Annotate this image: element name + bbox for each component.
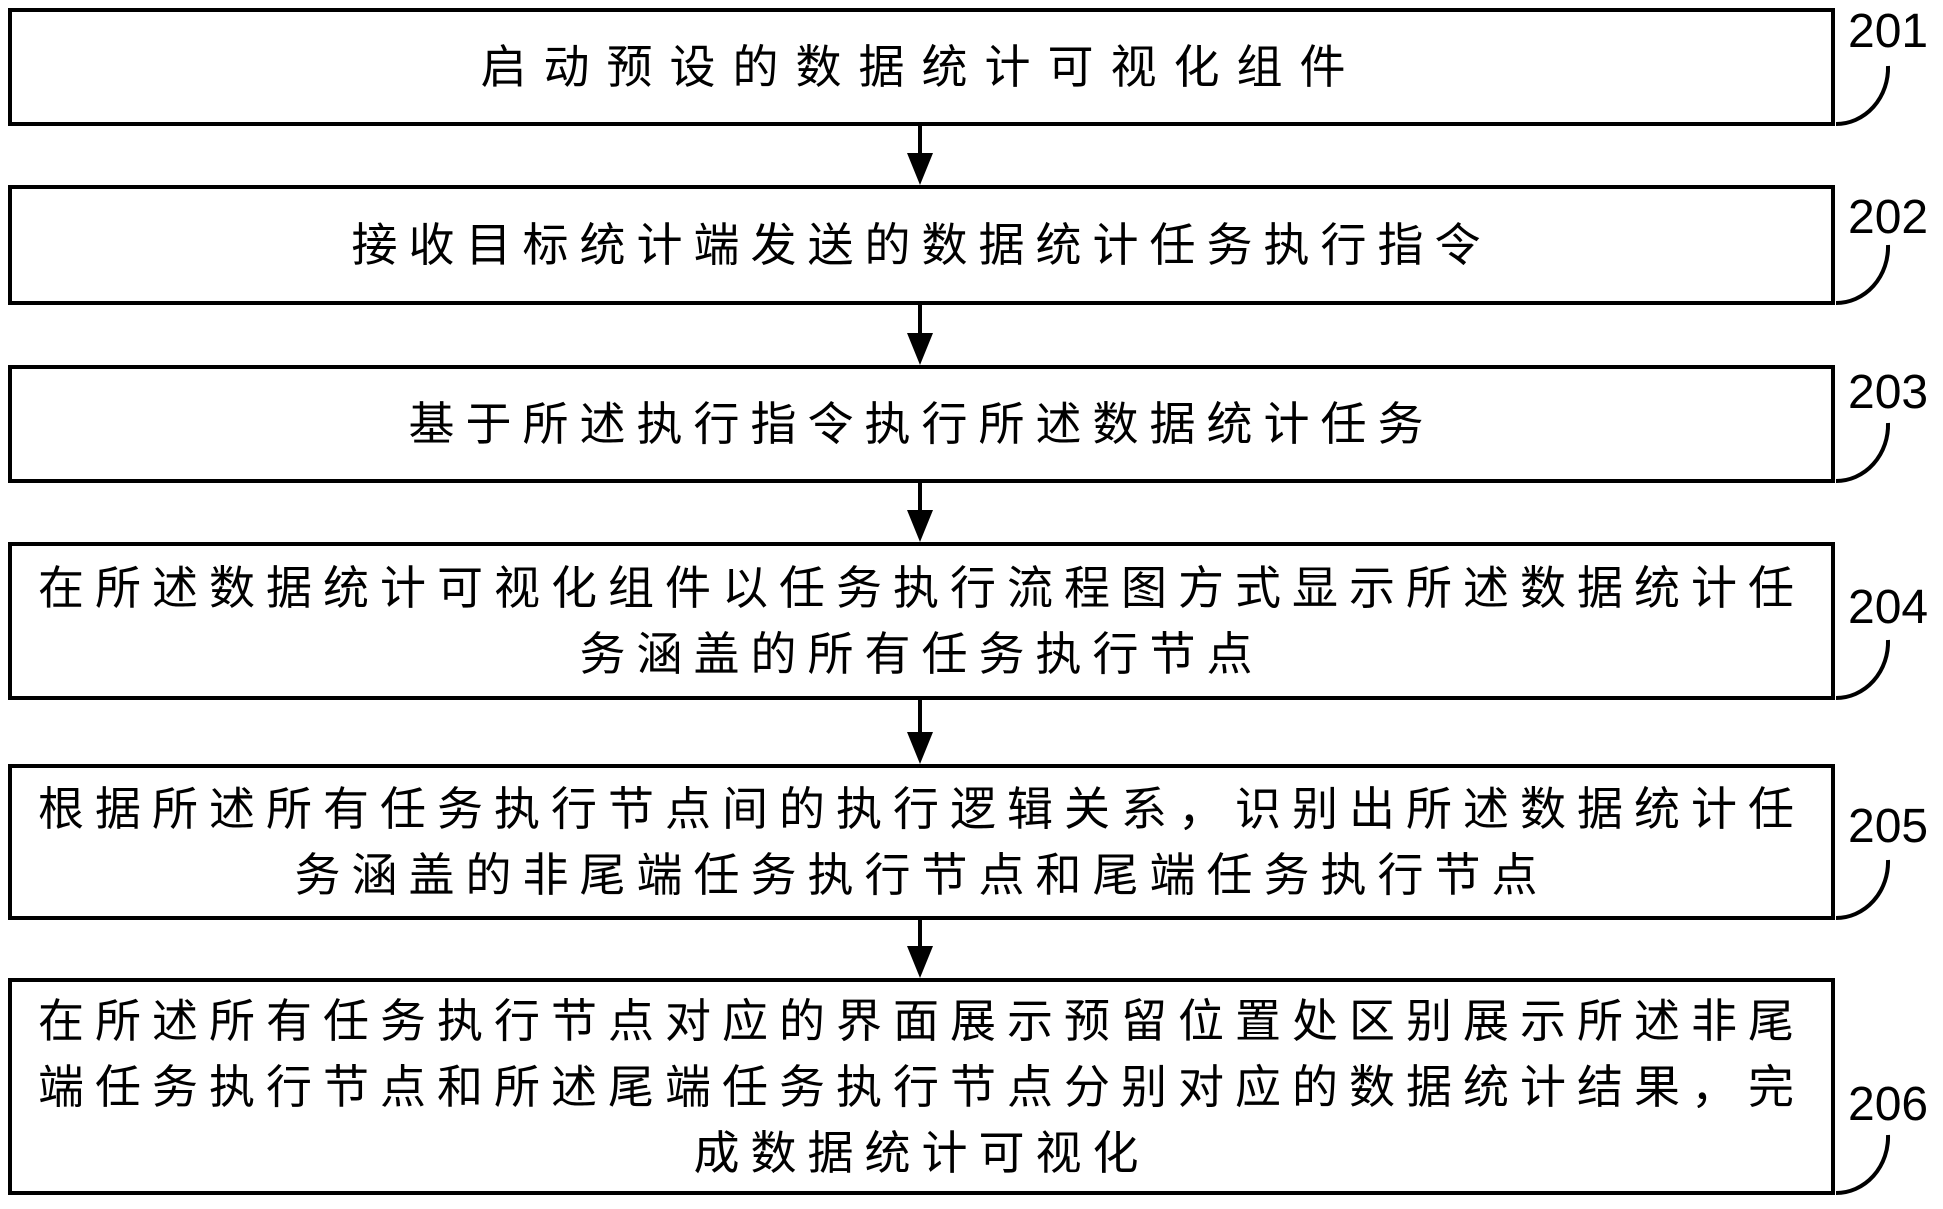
flow-arrow-2 xyxy=(907,305,933,365)
step-box-203: 基于所述执行指令执行所述数据统计任务 xyxy=(8,365,1835,483)
arrow-stem xyxy=(918,483,922,510)
flow-arrow-3 xyxy=(907,483,933,542)
step-label-203: 203 xyxy=(1848,366,1929,419)
step-205-text-line-2: 务涵盖的非尾端任务执行节点和尾端任务执行节点 xyxy=(294,848,1549,902)
step-201-text-line: 启动预设的数据统计可视化组件 xyxy=(480,40,1363,94)
label-connector-curve-203 xyxy=(1835,422,1891,483)
arrow-head-icon xyxy=(907,333,933,365)
arrow-head-icon xyxy=(907,510,933,542)
step-label-204: 204 xyxy=(1848,581,1929,634)
step-203-text-line: 基于所述执行指令执行所述数据统计任务 xyxy=(408,397,1435,451)
arrow-stem xyxy=(918,305,922,333)
step-label-205: 205 xyxy=(1848,800,1929,853)
step-205-text-line-1: 根据所述所有任务执行节点间的执行逻辑关系，识别出所述数据统计任 xyxy=(38,782,1805,836)
step-label-201: 201 xyxy=(1848,5,1929,58)
label-connector-curve-204 xyxy=(1835,639,1891,700)
step-202-text-line: 接收目标统计端发送的数据统计任务执行指令 xyxy=(351,218,1492,272)
label-connector-curve-201 xyxy=(1835,65,1891,126)
step-box-206: 在所述所有任务执行节点对应的界面展示预留位置处区别展示所述非尾 端任务执行节点和… xyxy=(8,978,1835,1195)
label-connector-curve-202 xyxy=(1835,244,1891,305)
step-box-205: 根据所述所有任务执行节点间的执行逻辑关系，识别出所述数据统计任 务涵盖的非尾端任… xyxy=(8,764,1835,920)
flow-arrow-1 xyxy=(907,126,933,185)
step-204-text-line-2: 务涵盖的所有任务执行节点 xyxy=(579,627,1264,681)
step-label-202: 202 xyxy=(1848,191,1929,244)
step-label-206: 206 xyxy=(1848,1078,1929,1131)
step-204-text-line-1: 在所述数据统计可视化组件以任务执行流程图方式显示所述数据统计任 xyxy=(38,561,1805,615)
arrow-stem xyxy=(918,126,922,153)
label-connector-curve-205 xyxy=(1835,859,1891,920)
step-box-202: 接收目标统计端发送的数据统计任务执行指令 xyxy=(8,185,1835,305)
arrow-head-icon xyxy=(907,153,933,185)
arrow-head-icon xyxy=(907,732,933,764)
step-206-text-line-1: 在所述所有任务执行节点对应的界面展示预留位置处区别展示所述非尾 xyxy=(38,993,1805,1048)
arrow-head-icon xyxy=(907,946,933,978)
step-box-204: 在所述数据统计可视化组件以任务执行流程图方式显示所述数据统计任 务涵盖的所有任务… xyxy=(8,542,1835,700)
arrow-stem xyxy=(918,920,922,946)
flow-arrow-4 xyxy=(907,700,933,764)
step-206-text-line-3: 成数据统计可视化 xyxy=(693,1125,1150,1180)
step-206-text-line-2: 端任务执行节点和所述尾端任务执行节点分别对应的数据统计结果，完 xyxy=(38,1059,1805,1114)
flow-arrow-5 xyxy=(907,920,933,978)
step-box-201: 启动预设的数据统计可视化组件 xyxy=(8,8,1835,126)
label-connector-curve-206 xyxy=(1835,1134,1891,1195)
arrow-stem xyxy=(918,700,922,732)
